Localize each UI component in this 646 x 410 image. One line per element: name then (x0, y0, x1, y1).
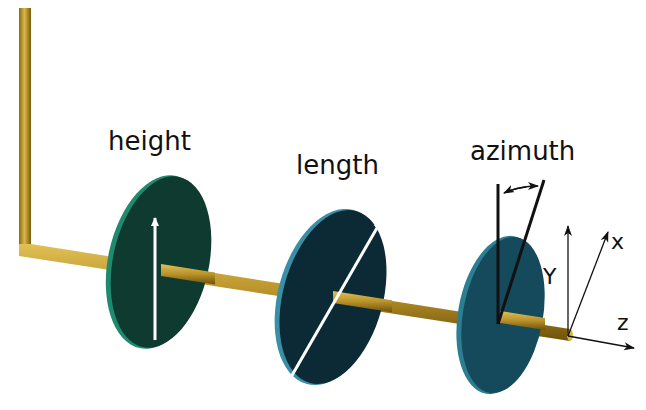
axis-label: x (611, 231, 624, 253)
x-axis (568, 232, 608, 336)
azimuth-disc (450, 230, 556, 399)
disc-edge (256, 197, 403, 398)
rod-segment (333, 291, 392, 312)
disc-edge (91, 166, 225, 359)
rod-segment (161, 264, 215, 285)
axis-label: z (617, 312, 629, 334)
height-arrow (154, 218, 157, 340)
y-axis (567, 226, 568, 336)
length-arrow (287, 221, 381, 384)
reference-line (497, 184, 500, 324)
rod-segment (500, 311, 545, 330)
azimuth-arc (504, 187, 526, 193)
z-axis (568, 336, 634, 348)
part-label: height (108, 128, 191, 154)
part-label: length (296, 152, 379, 178)
azimuth-line (498, 180, 544, 324)
length-disc (262, 198, 405, 396)
height-disc (96, 167, 226, 357)
part-label: azimuth (470, 138, 575, 164)
vertical-rod (19, 8, 31, 256)
axis-label: Y (543, 266, 556, 288)
